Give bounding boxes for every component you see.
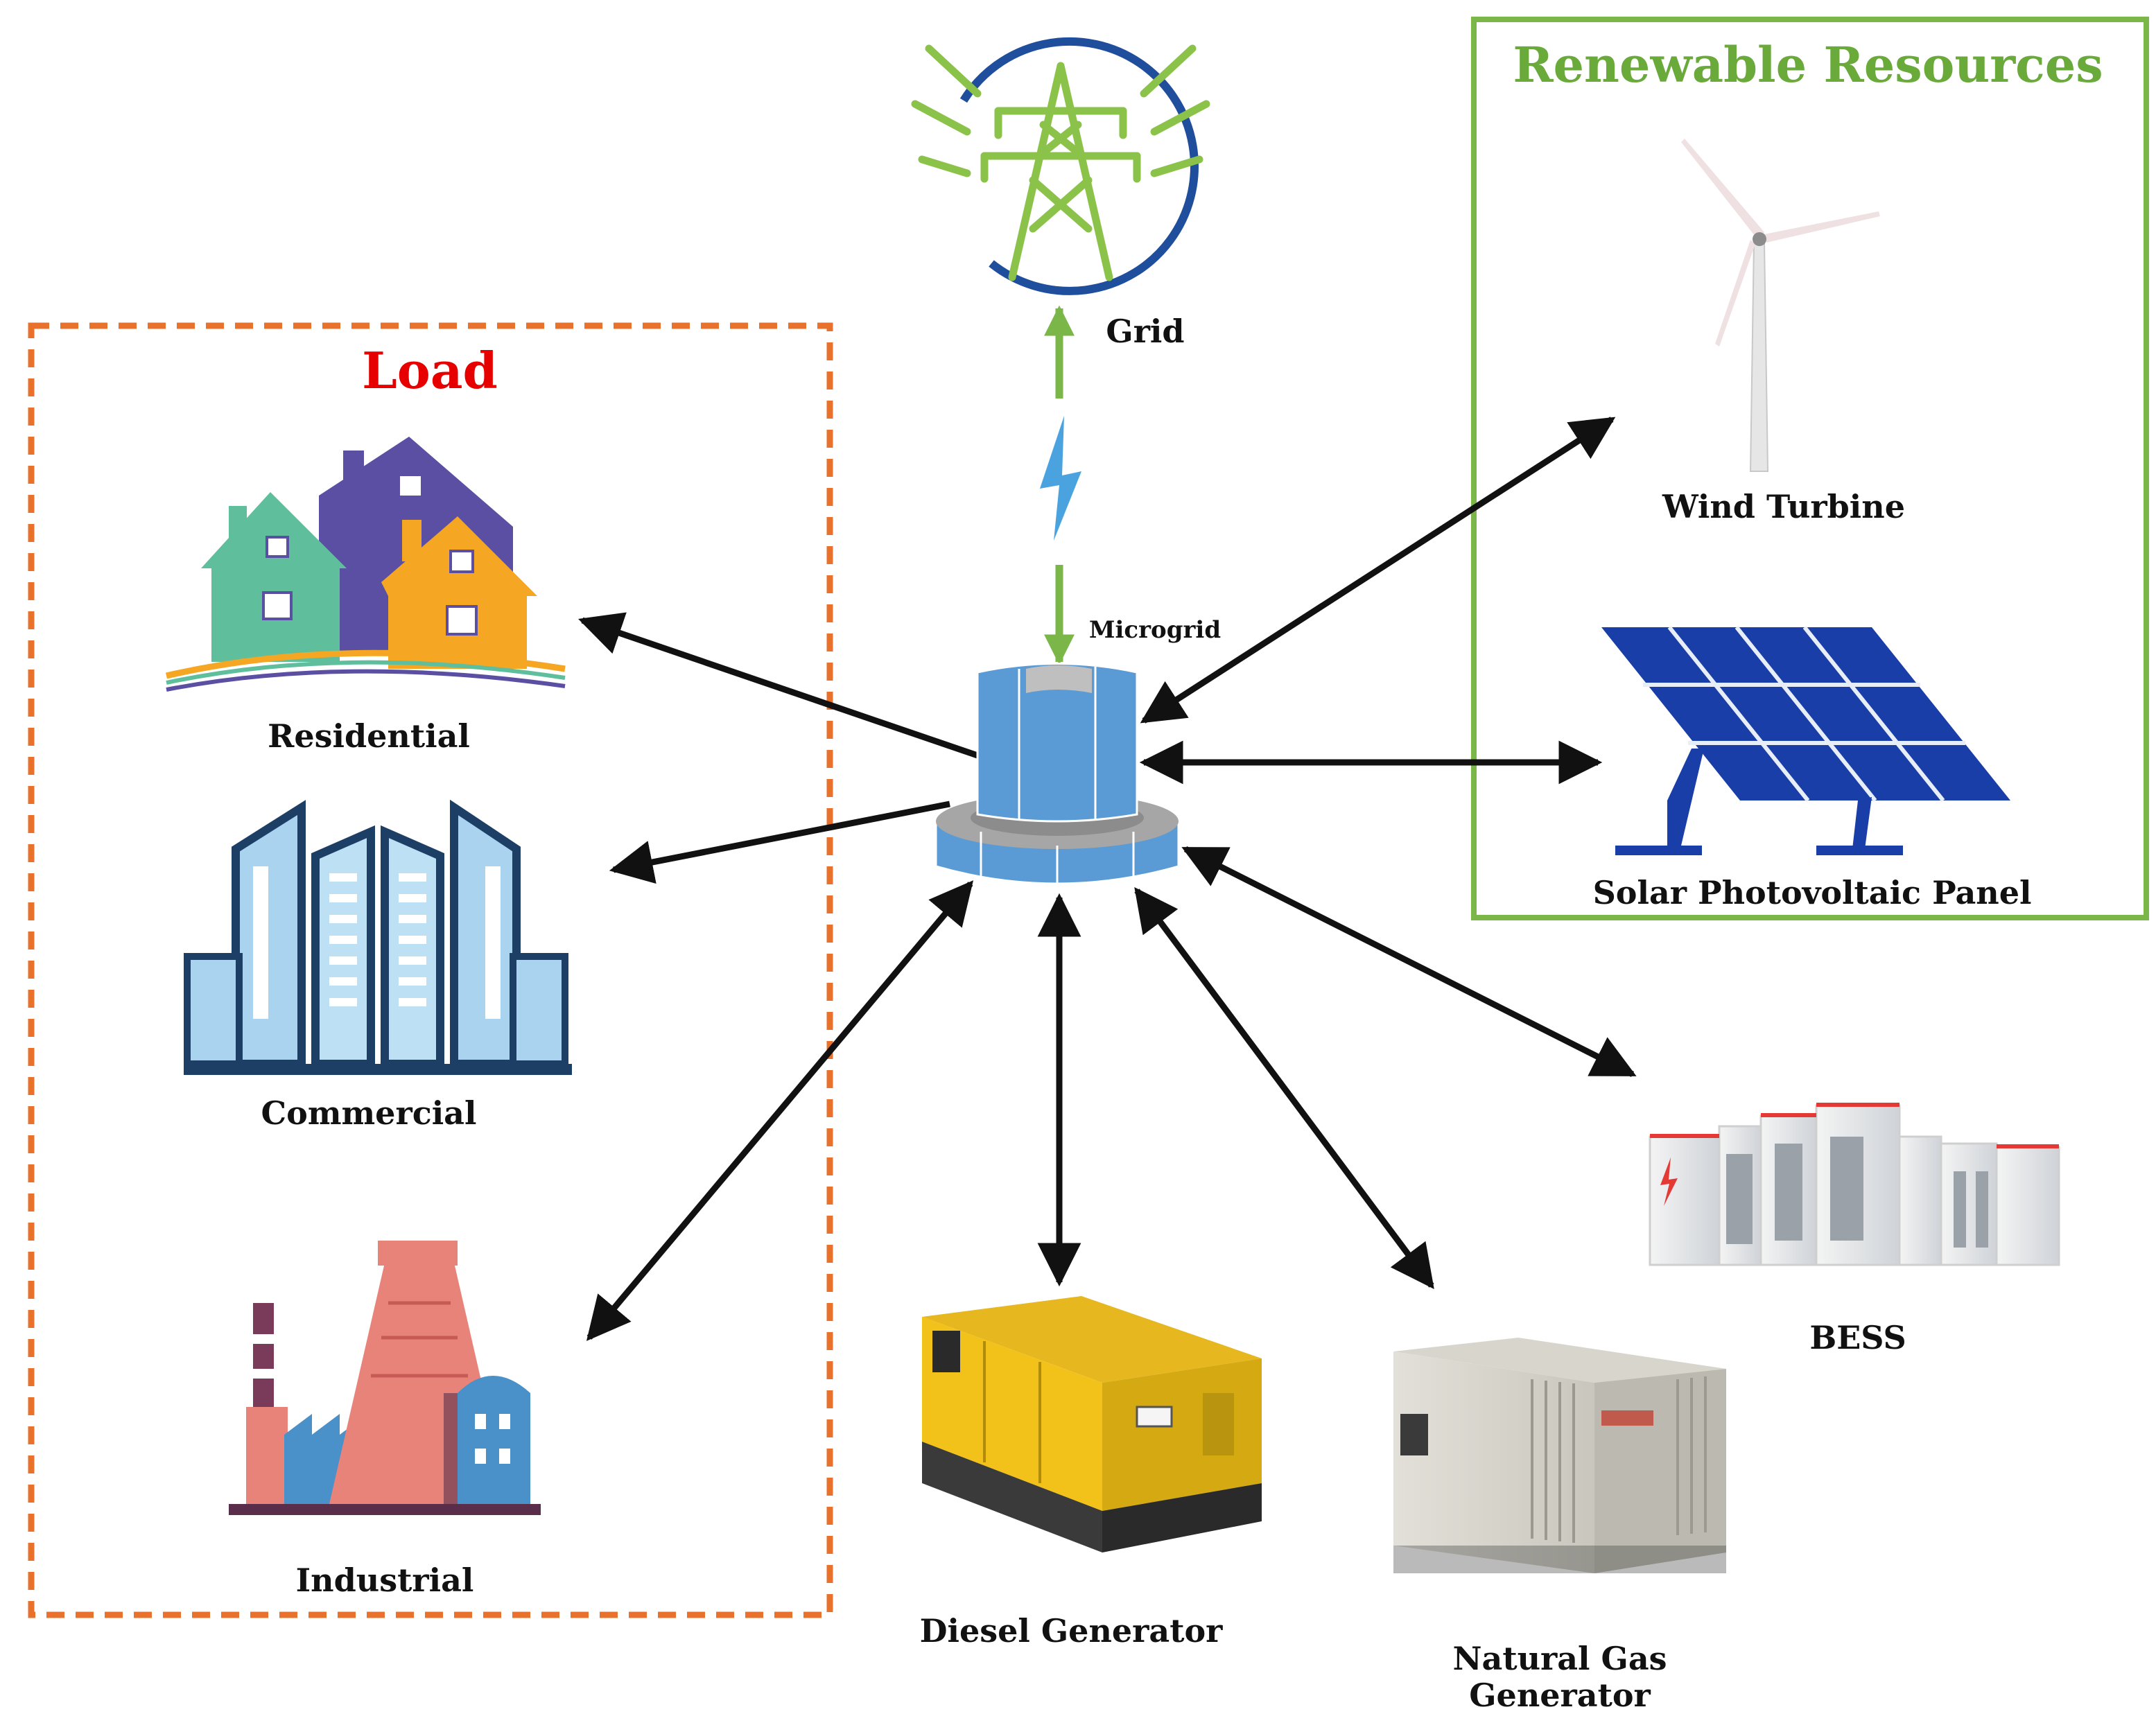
industrial-label: Industrial bbox=[295, 1562, 474, 1599]
connector-wind bbox=[1140, 417, 1616, 724]
residential-label: Residential bbox=[268, 717, 470, 755]
commercial-label: Commercial bbox=[261, 1094, 477, 1132]
solar-panel-icon bbox=[1601, 626, 2010, 855]
microgrid-label: Microgrid bbox=[1088, 616, 1222, 644]
connectors bbox=[578, 417, 1637, 1341]
diesel-generator-label: Diesel Generator bbox=[919, 1612, 1223, 1650]
grid-label: Grid bbox=[1106, 313, 1185, 350]
battery-cabinets-icon bbox=[1649, 1103, 2060, 1266]
connector-industrial bbox=[586, 880, 974, 1341]
diesel-generator-icon bbox=[922, 1296, 1262, 1552]
houses-icon bbox=[165, 437, 566, 692]
natural-gas-generator-label: Natural Gas Generator bbox=[1452, 1641, 1667, 1714]
renewable-group-title: Renewable Resources bbox=[1513, 36, 2103, 94]
connector-commercial bbox=[609, 801, 950, 884]
lightning-icon bbox=[1040, 416, 1081, 541]
wind-turbine-icon bbox=[1681, 139, 1880, 472]
transmission-tower-icon bbox=[911, 37, 1210, 295]
solar-panel-label: Solar Photovoltaic Panel bbox=[1592, 874, 2032, 911]
office-buildings-icon bbox=[184, 799, 572, 1075]
load-group-title: Load bbox=[362, 341, 498, 400]
wind-turbine-label: Wind Turbine bbox=[1662, 488, 1905, 525]
natural-gas-generator-label-line1: Natural Gas bbox=[1452, 1640, 1667, 1677]
factory-icon bbox=[229, 1241, 541, 1515]
natural-gas-generator-label-line2: Generator bbox=[1469, 1676, 1651, 1714]
connector-residential bbox=[578, 612, 979, 759]
connector-natural-gas bbox=[1134, 886, 1434, 1290]
grid-link bbox=[1040, 305, 1081, 665]
bess-label: BESS bbox=[1809, 1319, 1906, 1356]
gas-generator-icon bbox=[1393, 1338, 1726, 1573]
microgrid-hub-icon bbox=[934, 663, 1180, 887]
